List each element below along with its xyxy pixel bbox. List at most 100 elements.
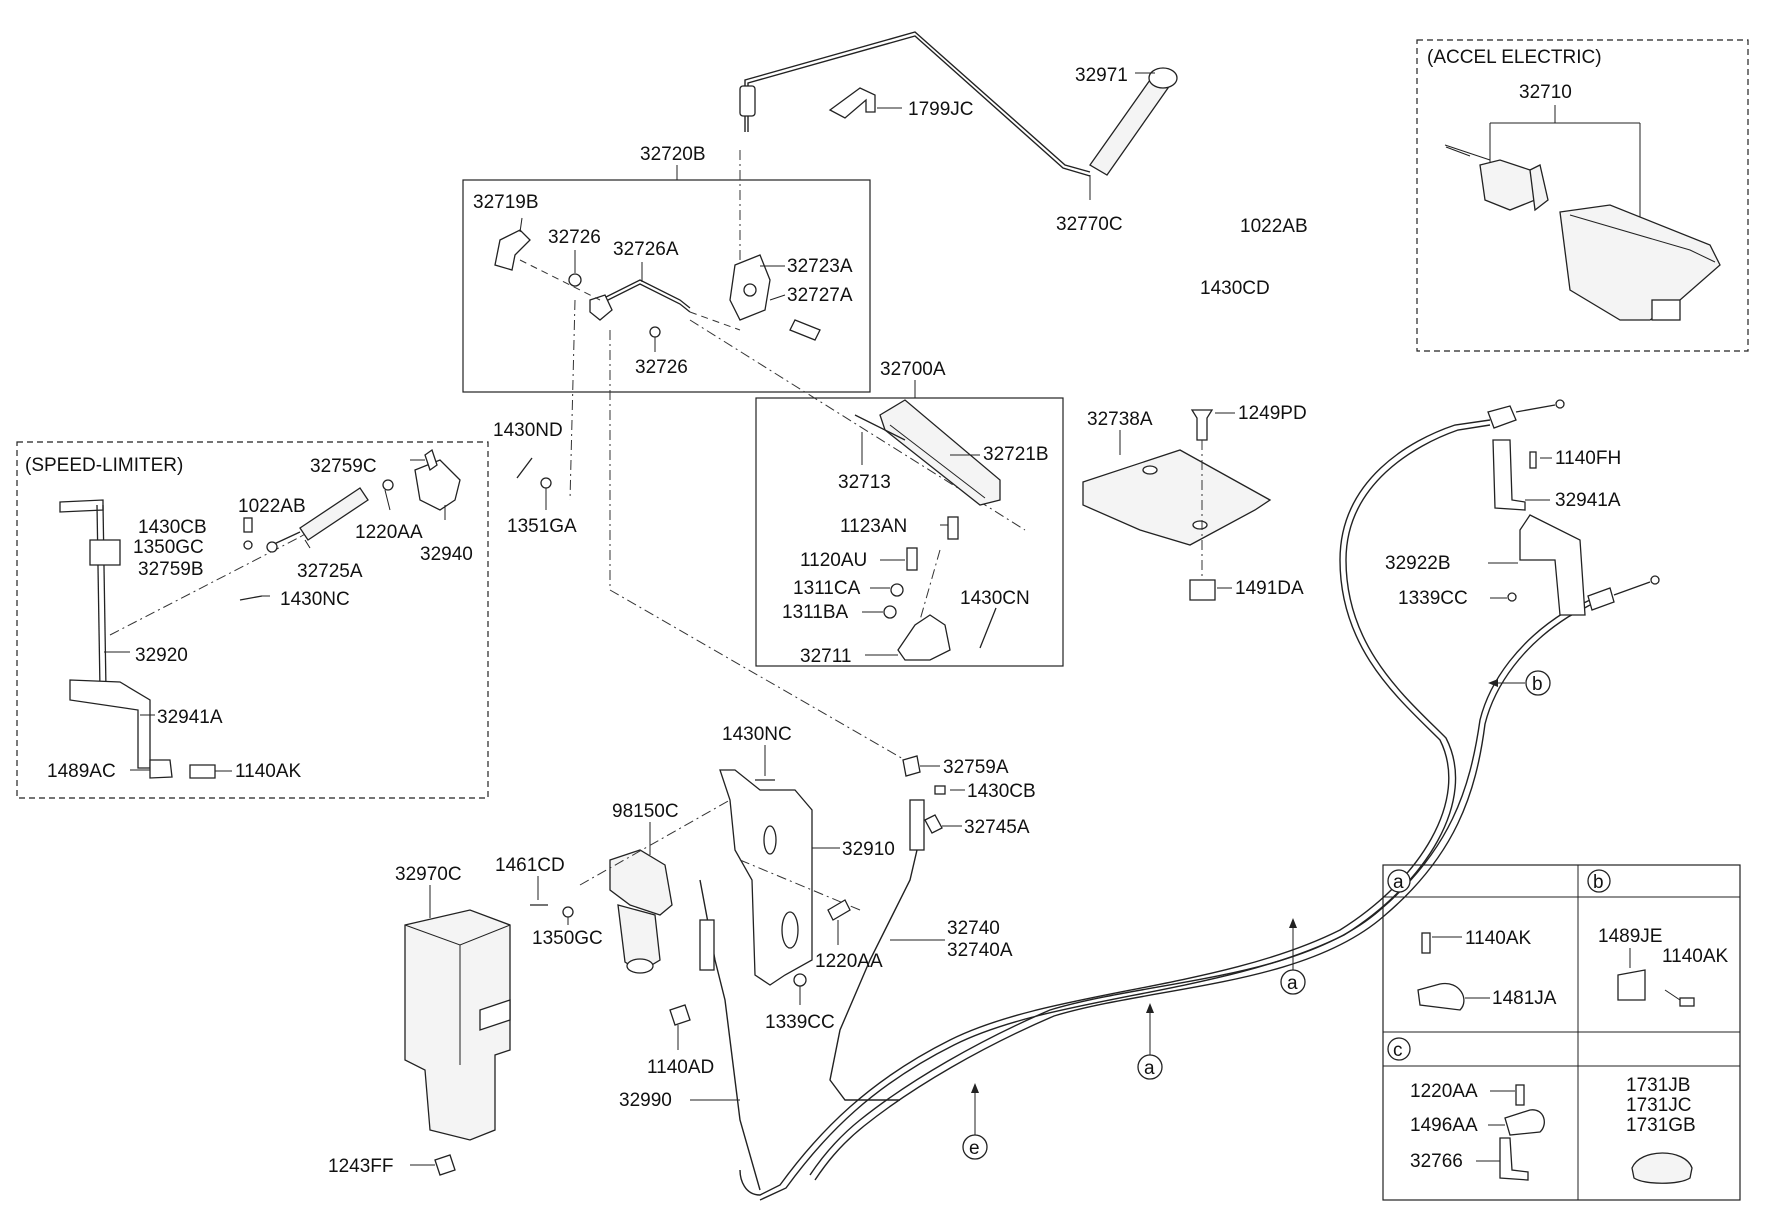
svg-text:a: a	[1287, 973, 1298, 994]
pedal-assembly-box-32720B	[462, 179, 871, 393]
nut-1220AA-sl	[382, 479, 394, 491]
accel-pedal-32710	[1559, 204, 1721, 321]
label-1339CC: 1339CC	[765, 1012, 835, 1033]
bracket-32711	[897, 614, 951, 661]
label-32970C: 32970C	[395, 864, 462, 885]
detail-d-1731GB: 1731GB	[1626, 1115, 1696, 1136]
detail-d-1731JC: 1731JC	[1626, 1095, 1692, 1116]
label-32920: 32920	[135, 645, 188, 666]
bracket-32719B	[494, 229, 531, 271]
detail-c-letter: c	[1393, 1040, 1403, 1061]
svg-text:a: a	[1144, 1058, 1155, 1079]
label-1022AB-top: 1022AB	[1240, 216, 1308, 237]
label-32740: 32740	[947, 918, 1000, 939]
pin-32713	[854, 414, 906, 441]
washer-1350GC-sl	[243, 540, 253, 550]
detail-c-32766: 32766	[1410, 1151, 1463, 1172]
detail-b-1489JE: 1489JE	[1598, 926, 1662, 947]
bolt-1123AN	[947, 516, 959, 540]
callout-b: b	[1488, 670, 1551, 696]
label-1022AB-sl: 1022AB	[238, 496, 306, 517]
cable-a	[739, 419, 1491, 1196]
pin-32727A	[789, 319, 821, 341]
pedal-arm-32721B	[879, 399, 1001, 506]
label-1430NC-sl: 1430NC	[280, 589, 350, 610]
washer-1350GC	[562, 906, 574, 918]
pedal-box-32700A	[755, 397, 1064, 667]
bracket-32940	[414, 459, 461, 511]
label-1249PD: 1249PD	[1238, 403, 1307, 424]
label-1430CN: 1430CN	[960, 588, 1030, 609]
label-32727A: 32727A	[787, 285, 853, 306]
label-32725A: 32725A	[297, 561, 363, 582]
label-32941A-sl: 32941A	[157, 707, 223, 728]
bushing-32726-a	[568, 273, 582, 287]
bolt-1220AA	[827, 899, 851, 921]
label-32726-b: 32726	[635, 357, 688, 378]
cable-b	[809, 599, 1591, 1176]
detail-a-clip	[1417, 982, 1465, 1011]
label-32726-a: 32726	[548, 227, 601, 248]
label-1351GA: 1351GA	[507, 516, 577, 537]
detail-c-1496AA: 1496AA	[1410, 1115, 1478, 1136]
cable-end-a	[1487, 405, 1517, 429]
rod-32920	[96, 504, 101, 691]
label-32770C: 32770C	[1056, 214, 1123, 235]
label-32719B: 32719B	[473, 192, 539, 213]
label-32713: 32713	[838, 472, 891, 493]
label-32723A: 32723A	[787, 256, 853, 277]
clamp-32759A	[902, 755, 921, 777]
speed-limiter-title: (SPEED-LIMITER)	[25, 455, 183, 476]
label-32922B: 32922B	[1385, 553, 1451, 574]
nut-1339CC-r	[1507, 592, 1517, 602]
label-1243FF: 1243FF	[328, 1156, 393, 1177]
bolt-1140AK-sl	[189, 764, 216, 779]
pin-1430CN	[979, 607, 997, 649]
callout-e: e	[962, 1083, 988, 1160]
label-32759C: 32759C	[310, 456, 377, 477]
label-32726A: 32726A	[613, 239, 679, 260]
label-1430NC: 1430NC	[722, 724, 792, 745]
label-1491DA: 1491DA	[1235, 578, 1304, 599]
label-1430CD: 1430CD	[1200, 278, 1270, 299]
label-1311BA: 1311BA	[782, 602, 849, 623]
accel-electric-title: (ACCEL ELECTRIC)	[1427, 47, 1602, 68]
label-1339CC-r: 1339CC	[1398, 588, 1468, 609]
label-32720B: 32720B	[640, 144, 706, 165]
label-32940: 32940	[420, 544, 473, 565]
pin-1430ND	[516, 457, 533, 479]
callout-a-2: a	[1137, 1003, 1163, 1080]
accel-sensor	[1479, 159, 1536, 211]
detail-c-1220AA: 1220AA	[1410, 1081, 1478, 1102]
label-1489AC: 1489AC	[47, 761, 116, 782]
rod-32726A	[599, 279, 691, 309]
label-32971: 32971	[1075, 65, 1128, 86]
label-32740A: 32740A	[947, 940, 1013, 961]
clip-1799JC	[828, 87, 876, 119]
bolt-1249PD	[1190, 409, 1214, 441]
detail-b-bolt	[1679, 997, 1695, 1007]
detail-a-letter: a	[1393, 872, 1404, 893]
label-32745A: 32745A	[964, 817, 1030, 838]
bracket-32922B	[1519, 514, 1586, 616]
detail-d-1731JB: 1731JB	[1626, 1075, 1690, 1096]
washer-1351GA	[540, 477, 552, 489]
cable-end-32740	[909, 799, 925, 851]
grommet-1491DA	[1189, 579, 1216, 601]
label-32759B: 32759B	[138, 559, 204, 580]
label-1140AD: 1140AD	[647, 1057, 714, 1078]
bolt-1120AU	[906, 547, 918, 571]
bracket-32941A-sl	[69, 679, 151, 769]
svg-text:b: b	[1532, 674, 1543, 695]
detail-c-clip	[1504, 1109, 1545, 1136]
cable-end-b	[1587, 587, 1615, 611]
label-1350GC-sl: 1350GC	[133, 537, 204, 558]
cable-32740	[829, 849, 918, 1101]
label-32759A: 32759A	[943, 757, 1009, 778]
callout-a-1: a	[1280, 918, 1306, 995]
label-1220AA: 1220AA	[815, 951, 883, 972]
detail-c-bracket	[1499, 1137, 1529, 1181]
nut-1311BA	[883, 605, 897, 619]
detail-c-bolt	[1515, 1084, 1525, 1106]
